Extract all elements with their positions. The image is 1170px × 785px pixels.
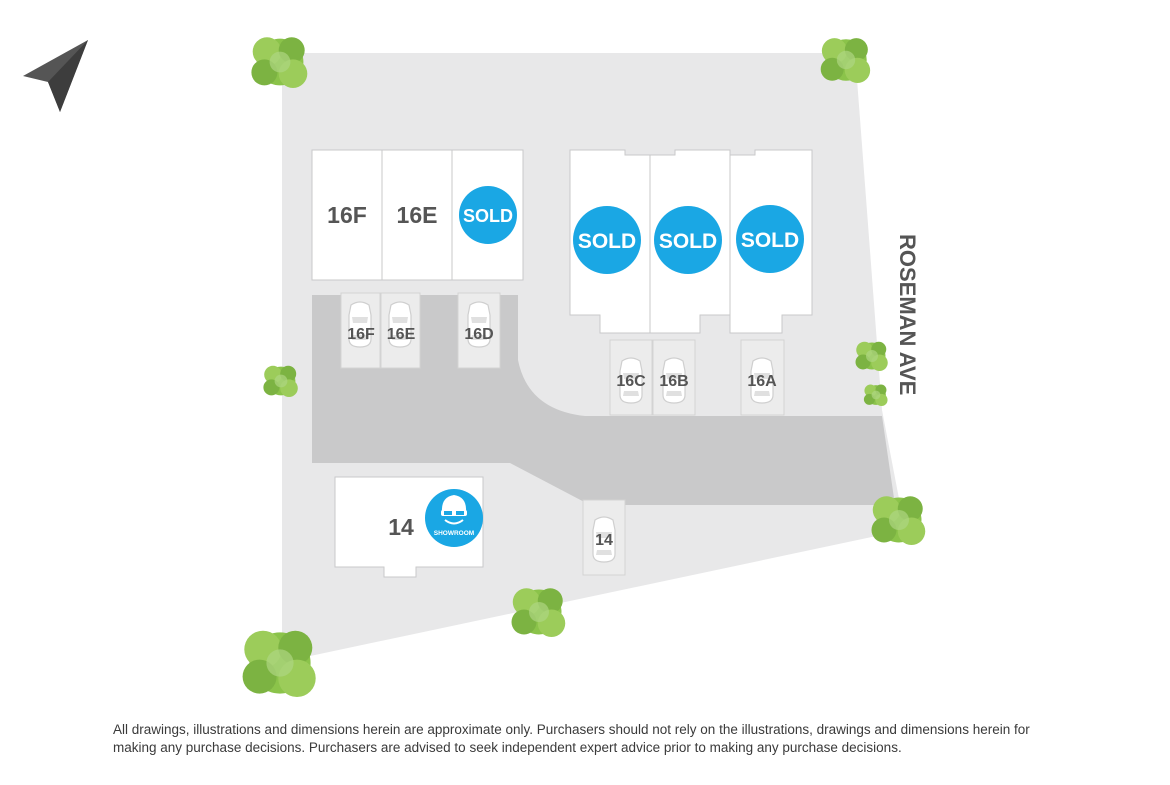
parking-label-16e: 16E xyxy=(387,326,416,343)
disclaimer-text: All drawings, illustrations and dimensio… xyxy=(113,722,1030,755)
lot-label-16f: 16F xyxy=(327,202,367,228)
sold-badge-16b: SOLD xyxy=(654,206,722,274)
lot-label-14: 14 xyxy=(388,514,414,540)
sold-badge-16c: SOLD xyxy=(573,206,641,274)
showroom-label: SHOWROOM xyxy=(434,530,474,537)
parking-label-16d: 16D xyxy=(464,326,493,343)
svg-text:SOLD: SOLD xyxy=(659,230,717,253)
parking-label-16b: 16B xyxy=(659,373,688,390)
tree-icon xyxy=(242,630,316,697)
lot-label-16e: 16E xyxy=(397,202,438,228)
parking-label-14: 14 xyxy=(595,532,613,549)
sold-badge-16d: SOLD xyxy=(459,186,517,244)
svg-text:SOLD: SOLD xyxy=(578,230,636,253)
tree-icon xyxy=(871,496,926,545)
sold-badge-16a: SOLD xyxy=(736,205,804,273)
tree-icon xyxy=(855,341,888,371)
showroom-person-icon xyxy=(441,495,467,525)
svg-text:SOLD: SOLD xyxy=(463,206,513,226)
tree-icon xyxy=(263,365,298,397)
parking-label-16a: 16A xyxy=(747,373,777,390)
parking-label-16c: 16C xyxy=(616,373,646,390)
tree-icon xyxy=(511,588,566,637)
tree-icon xyxy=(820,38,871,83)
street-name: ROSEMAN AVE xyxy=(895,234,920,395)
showroom-badge: SHOWROOM xyxy=(425,489,483,547)
north-arrow-icon xyxy=(23,40,88,112)
site-plan-map: 16F 16E 16D 16C 16B 16A 14 16F 16E 14 SO… xyxy=(23,37,926,697)
parking-label-16f: 16F xyxy=(347,326,375,343)
svg-text:SOLD: SOLD xyxy=(741,229,799,252)
tree-icon xyxy=(863,384,888,406)
tree-icon xyxy=(251,37,308,88)
